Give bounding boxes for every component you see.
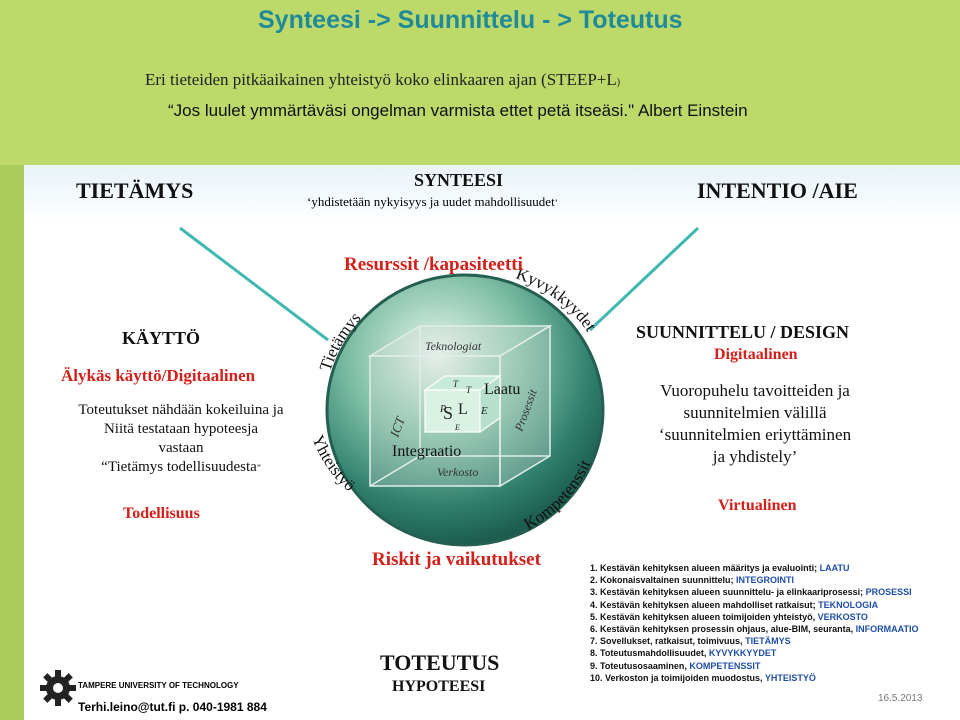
inner-l: L xyxy=(458,401,468,418)
heading-tietamys: TIETÄMYS xyxy=(76,178,194,203)
heading-intentio: INTENTIO /AIE xyxy=(697,178,858,203)
label-laatu: Laatu xyxy=(484,381,520,398)
label-teknologiat: Teknologiat xyxy=(425,339,482,353)
heading-synteesi: SYNTEESI xyxy=(414,170,504,190)
list-item: 1. Kestävän kehityksen alueen määritys j… xyxy=(590,563,850,573)
inner-t1: T xyxy=(453,379,459,389)
slide-date: 16.5.2013 xyxy=(878,693,923,704)
kaytto-subheading: Älykäs käyttö/Digitaalinen xyxy=(61,366,256,385)
heading-kaytto: KÄYTTÖ xyxy=(122,328,201,348)
resurssit-label: Resurssit /kapasiteetti xyxy=(344,254,523,275)
inner-cube xyxy=(423,374,502,434)
suunnittelu-description: Vuoropuhelu tavoitteiden ja suunnitelmie… xyxy=(635,380,875,468)
list-item: 8. Toteutusmahdollisuudet, KYVYKKYYDET xyxy=(590,648,777,659)
subtitle-line: Eri tieteiden pitkäaikainen yhteistyö ko… xyxy=(145,70,620,90)
riskit-label: Riskit ja vaikutukset xyxy=(372,549,541,570)
list-item: 6. Kestävän kehityksen prosessin ohjaus,… xyxy=(590,624,919,635)
subtitle-text: Eri tieteiden pitkäaikainen yhteistyö ko… xyxy=(145,70,617,89)
list-item: 10. Verkoston ja toimijoiden muodostus, … xyxy=(590,672,816,683)
suunnittelu-line-1: Vuoropuhelu tavoitteiden ja xyxy=(660,381,850,400)
kaytto-line-3: vastaan xyxy=(158,440,204,456)
list-item: 3. Kestävän kehityksen alueen suunnittel… xyxy=(590,587,912,598)
inner-p: P xyxy=(439,404,446,415)
synteesi-subtitle-tail: ’ xyxy=(554,198,558,208)
suunnittelu-line-4: ja yhdistely’ xyxy=(712,447,798,466)
inner-t2: T xyxy=(466,385,472,395)
list-item: 9. Toteutusosaaminen, KOMPETENSSIT xyxy=(590,660,761,671)
kaytto-line-2: Niitä testataan hypoteesja xyxy=(103,421,259,437)
suunnittelu-line-2: suunnitelmien välillä xyxy=(683,403,827,422)
virtualinen-label: Virtualinen xyxy=(718,497,797,514)
contact-info: Terhi.leino@tut.fi p. 040-1981 884 xyxy=(78,700,267,714)
list-item: 7. Sovellukset, ratkaisut, toimivuus, TI… xyxy=(590,636,791,647)
label-ict: ICT xyxy=(386,414,408,440)
suunnittelu-line-3: ‘suunnitelmien eriyttäminen xyxy=(658,425,852,444)
connector-intentio xyxy=(588,226,700,332)
einstein-quote: “Jos luulet ymmärtäväsi ongelman varmist… xyxy=(168,101,748,120)
inner-e2: E xyxy=(454,423,460,432)
tut-logo-icon xyxy=(40,670,76,706)
kaytto-line-1: Toteutukset nähdään kokeiluina ja xyxy=(78,402,284,418)
synteesi-subtitle: ‘yhdistetään nykyisyys ja uudet mahdolli… xyxy=(307,194,558,210)
list-item: 4. Kestävän kehityksen alueen mahdollise… xyxy=(590,599,879,610)
list-item: 5. Kestävän kehityksen alueen toimijoide… xyxy=(590,611,868,622)
heading-suunnittelu: SUUNNITTELU / DESIGN xyxy=(636,322,850,342)
slide-title: Synteesi -> Suunnittelu - > Toteutus xyxy=(258,6,683,34)
list-item: 2. Kokonaisvaltainen suunnittelu; INTEGR… xyxy=(590,575,795,586)
kaytto-quote-text: “Tietämys todellisuudesta xyxy=(101,459,257,475)
inner-e1: E xyxy=(480,405,488,417)
header-band xyxy=(0,0,960,165)
connector-tietamys xyxy=(179,226,329,342)
suunnittelu-subheading: Digitaalinen xyxy=(714,346,798,363)
todellisuus-label: Todellisuus xyxy=(123,505,200,522)
kaytto-description: Toteutukset nähdään kokeiluina ja Niitä … xyxy=(50,401,312,478)
hypoteesi-label: HYPOTEESI xyxy=(392,678,486,695)
kaytto-quote: “Tietämys todellisuudesta” xyxy=(50,458,312,478)
synteesi-subtitle-text: ‘yhdistetään nykyisyys ja uudet mahdolli… xyxy=(307,194,555,209)
label-verkosto: Verkosto xyxy=(437,465,478,479)
inner-s: S xyxy=(443,403,453,423)
numbered-list: 1. Kestävän kehityksen alueen määritys j… xyxy=(590,562,918,684)
kaytto-quote-tail: ” xyxy=(256,463,261,473)
university-name: TAMPERE UNIVERSITY OF TECHNOLOGY xyxy=(78,681,239,690)
toteutus-heading: TOTEUTUS xyxy=(380,650,500,675)
subtitle-tail: ) xyxy=(616,77,621,88)
label-integraatio: Integraatio xyxy=(392,443,461,460)
